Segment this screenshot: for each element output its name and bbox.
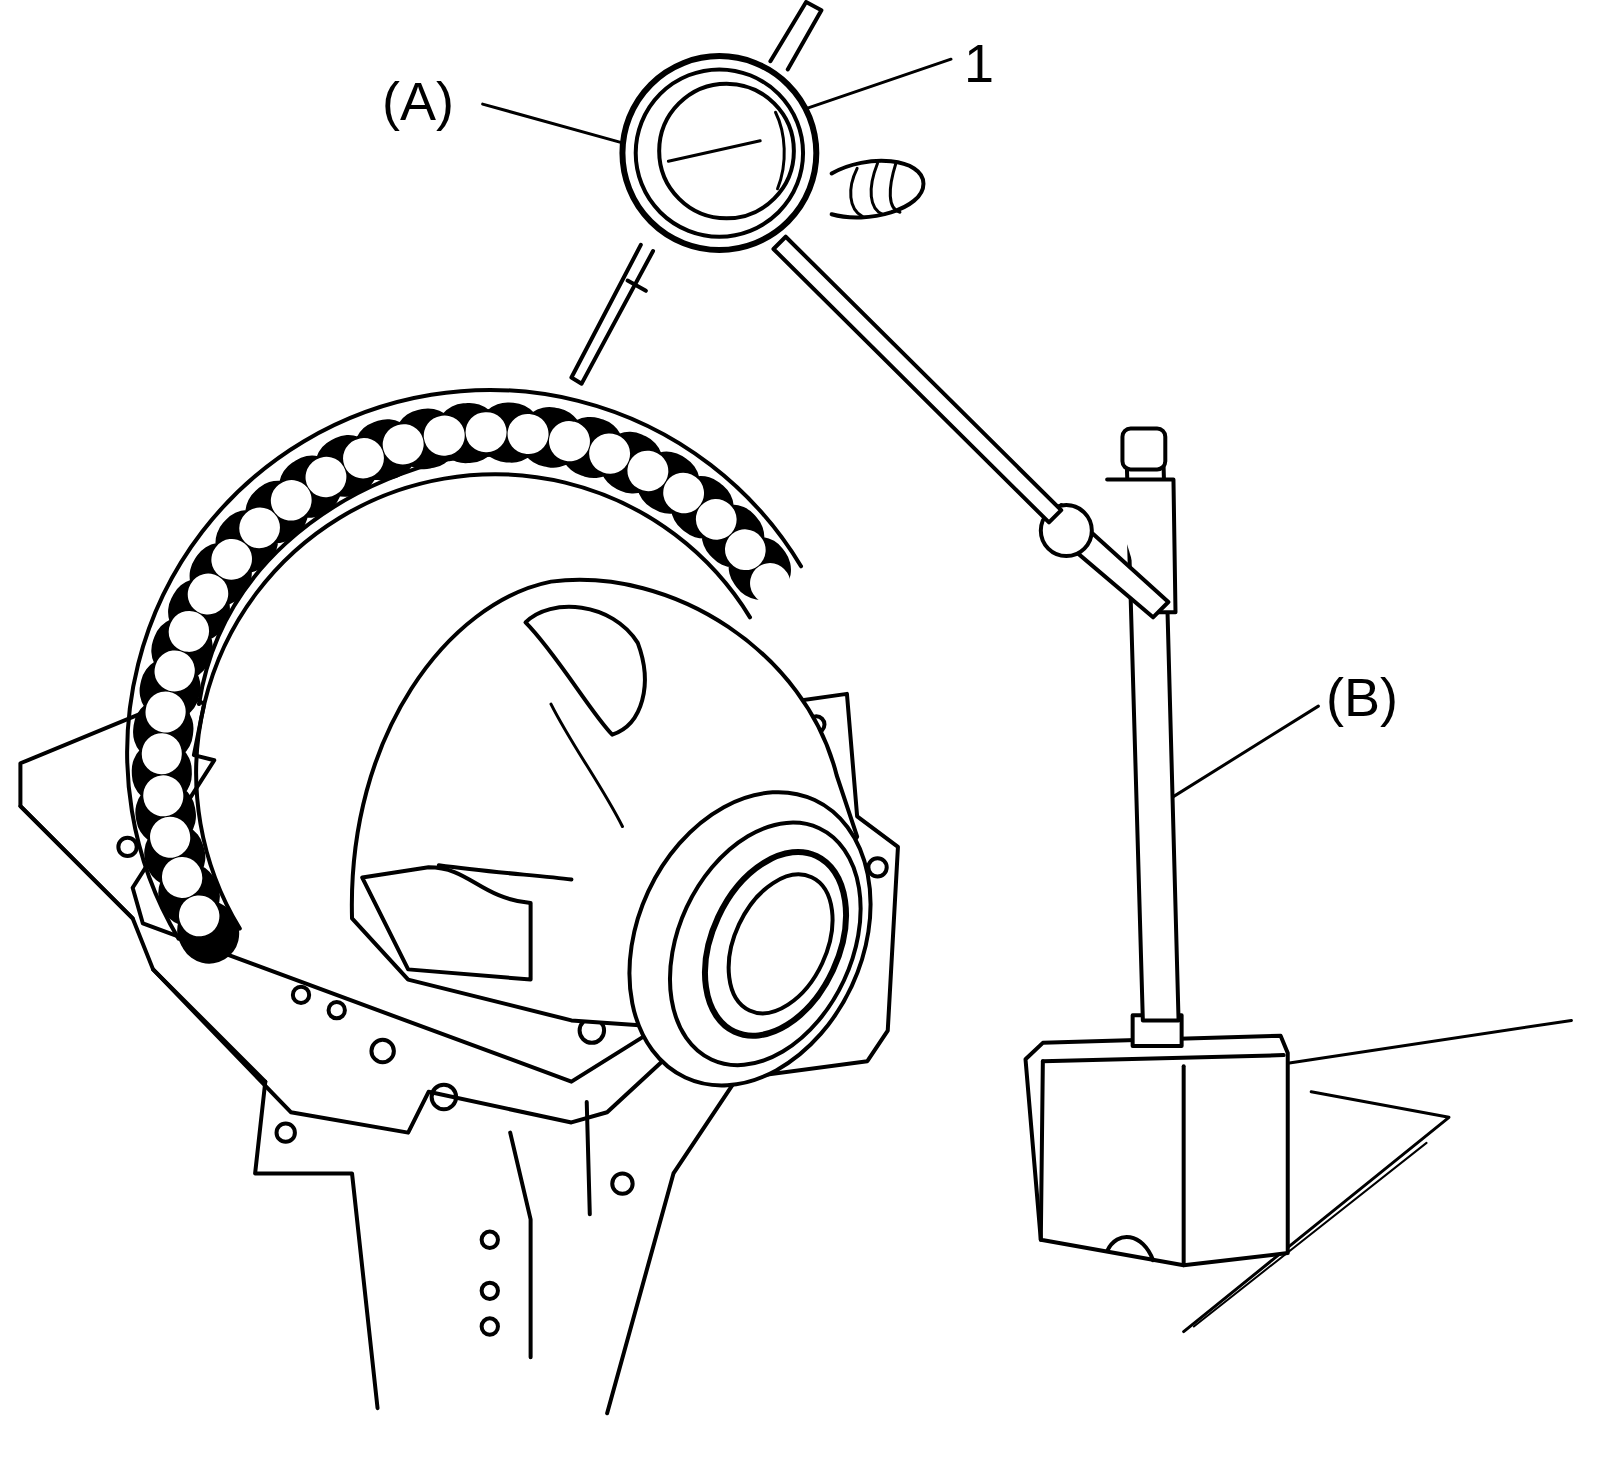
stand-arm	[773, 237, 1061, 523]
callout-number: 1	[962, 36, 996, 90]
bolt-hole	[482, 1283, 498, 1299]
bolt-hole	[482, 1318, 498, 1334]
drawing	[20, 2, 1571, 1413]
carrier-flange	[20, 806, 132, 918]
leader-line	[1288, 1020, 1572, 1063]
magnetic-base	[1041, 1061, 1043, 1240]
dial-face	[776, 112, 785, 189]
carrier-flange	[153, 969, 265, 1081]
magnetic-base	[1182, 1066, 1186, 1265]
gauge-stem	[770, 2, 821, 69]
dial-face	[659, 84, 794, 219]
gauge-clamp	[851, 163, 900, 216]
case-detail	[439, 865, 572, 879]
dial-gauge	[636, 69, 803, 236]
carrier-neck	[587, 1102, 590, 1214]
case-detail	[551, 704, 622, 826]
magnetic-base	[1043, 1055, 1284, 1061]
gauge-spindle	[628, 281, 646, 291]
magnetic-base	[1107, 1237, 1153, 1260]
dial-gauge	[622, 56, 816, 250]
leader-line	[1158, 706, 1318, 806]
part-label: (A)	[380, 74, 456, 128]
bolt-hole	[118, 838, 136, 856]
carrier-neck	[607, 1082, 735, 1414]
stand-column	[1122, 429, 1165, 470]
bolt-hole	[482, 1232, 498, 1248]
bolt-hole	[329, 1002, 345, 1018]
side-bearing	[708, 858, 853, 1030]
part-label: (B)	[1324, 670, 1400, 724]
gauge-spindle	[571, 245, 653, 384]
gauge-clamp	[832, 161, 924, 218]
side-bearing	[633, 792, 898, 1097]
carrier-neck	[255, 1082, 377, 1409]
gauge-needle	[668, 141, 760, 161]
bolt-hole	[293, 987, 309, 1003]
case-window	[526, 607, 645, 735]
bolt-hole	[371, 1040, 393, 1062]
side-bearing	[677, 829, 874, 1058]
bolt-hole	[868, 858, 886, 876]
bolt-hole	[432, 1085, 456, 1109]
bolt-hole	[277, 1123, 295, 1141]
carrier-neck	[510, 1133, 530, 1357]
bolt-hole	[612, 1173, 632, 1193]
magnetic-base	[1026, 1036, 1288, 1266]
case-window	[362, 867, 530, 979]
side-bearing	[584, 753, 917, 1125]
leader-line	[483, 104, 623, 143]
